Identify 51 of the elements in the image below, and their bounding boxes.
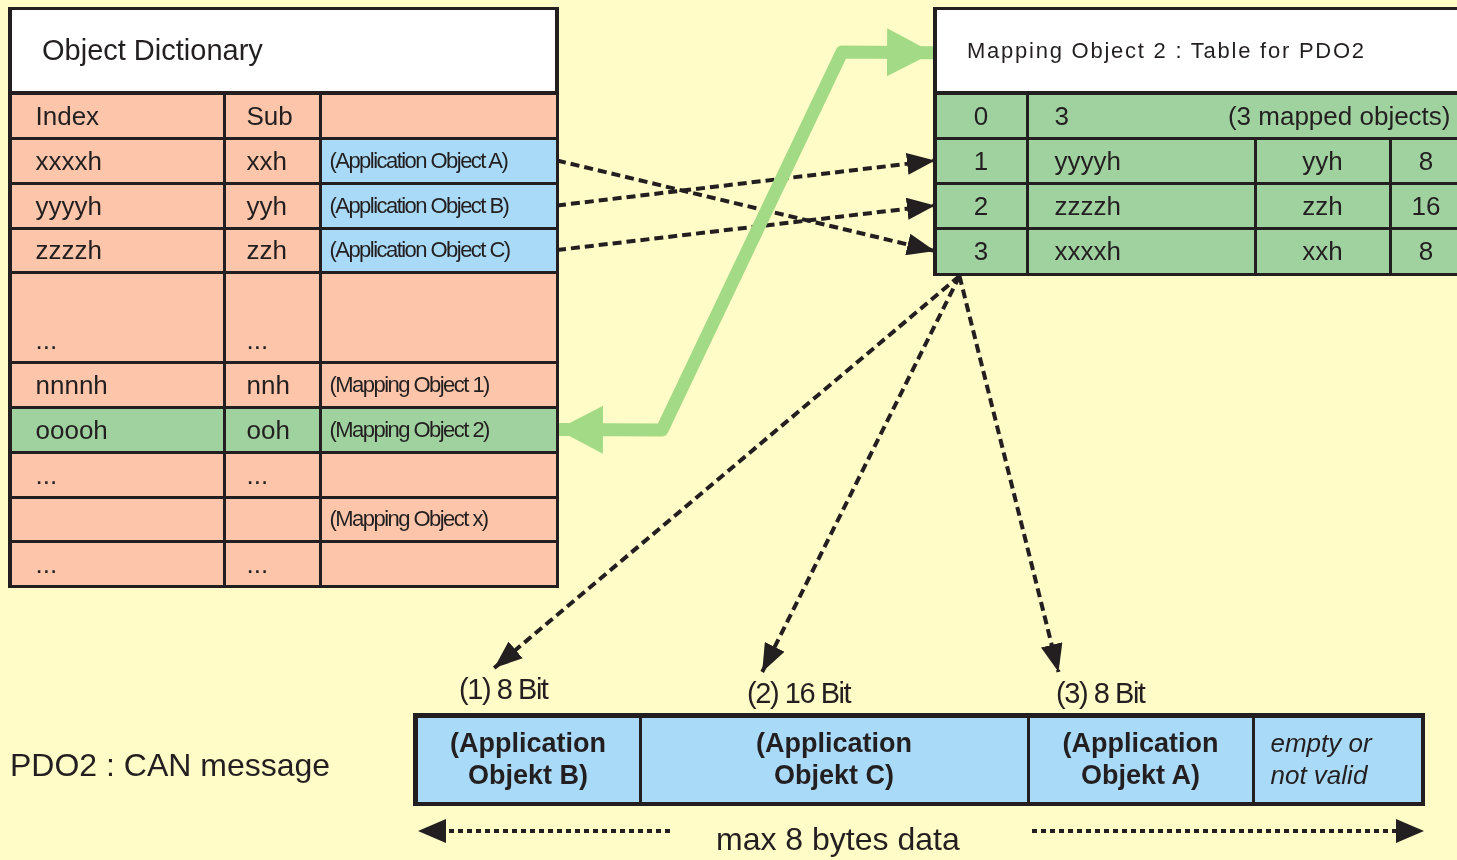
cell-text: (Application Object A) — [329, 149, 508, 172]
cell-text: Sub — [246, 102, 293, 129]
cell-text: (Mapping Object 2) — [329, 418, 489, 441]
cell-text: xxh — [1302, 238, 1343, 264]
cell-text: zzh — [246, 237, 287, 263]
segment-text: (Application Objekt B) — [449, 728, 607, 791]
cell-text: xxxxh — [35, 147, 102, 174]
message-label: PDO2 : CAN message — [10, 749, 331, 781]
cell-text: (Application Object B) — [329, 194, 509, 217]
cell-text: 16 — [1411, 192, 1441, 219]
cell-text: 2 — [973, 192, 989, 219]
cell-text: 1 — [973, 147, 989, 174]
dimension-label: max 8 bytes data — [716, 823, 960, 855]
cell-text: yyh — [246, 192, 287, 219]
segment-text: (Application Objekt C) — [755, 728, 913, 791]
cell-text: Index — [35, 102, 100, 129]
cell-text: (Mapping Object 1) — [329, 373, 489, 396]
bit-size-label: (2) 16 Bit — [746, 679, 851, 708]
bit-size-label: (1) 8 Bit — [458, 675, 548, 704]
cell-text: ... — [246, 461, 269, 488]
cell-text: yyyyh — [1054, 147, 1121, 174]
cell-text: (Application Object C) — [329, 239, 510, 261]
cell-text: ... — [246, 326, 269, 353]
cell-text: zzzzh — [1054, 192, 1121, 219]
table-title: Mapping Object 2 : Table for PDO2 — [937, 10, 1457, 91]
cell-text: nnnnh — [35, 371, 108, 398]
cell-text: ooooh — [35, 416, 108, 443]
cell-text: (3 mapped objects) — [1227, 102, 1451, 129]
cell-text: ... — [35, 550, 58, 577]
cell-text: ... — [35, 461, 58, 488]
table-title: Object Dictionary — [12, 10, 555, 91]
cell-text: ... — [246, 550, 269, 577]
dashed-arrow — [957, 275, 1063, 673]
cell-text: yyh — [1302, 147, 1343, 174]
cell-text: ooh — [246, 416, 290, 443]
cell-text: yyyyh — [35, 192, 102, 219]
cell-text: zzh — [1302, 192, 1343, 219]
cell-text: ... — [35, 326, 58, 353]
cell-text: nnh — [246, 371, 290, 398]
cell-text: xxxxh — [1054, 238, 1121, 264]
bit-size-label: (3) 8 Bit — [1055, 679, 1145, 708]
cell-text: 8 — [1418, 147, 1434, 174]
segment-text: (Application Objekt A) — [1061, 728, 1220, 791]
cell-text: (Mapping Object x) — [329, 508, 488, 530]
cell-text: 8 — [1418, 238, 1434, 264]
cell-text: 0 — [973, 102, 989, 129]
cell-text: 3 — [1054, 102, 1069, 129]
cell-text: xxh — [246, 147, 287, 174]
cell-text: 3 — [973, 238, 989, 264]
segment-text: empty or not valid — [1270, 728, 1374, 791]
cell-text: zzzzh — [35, 237, 102, 263]
